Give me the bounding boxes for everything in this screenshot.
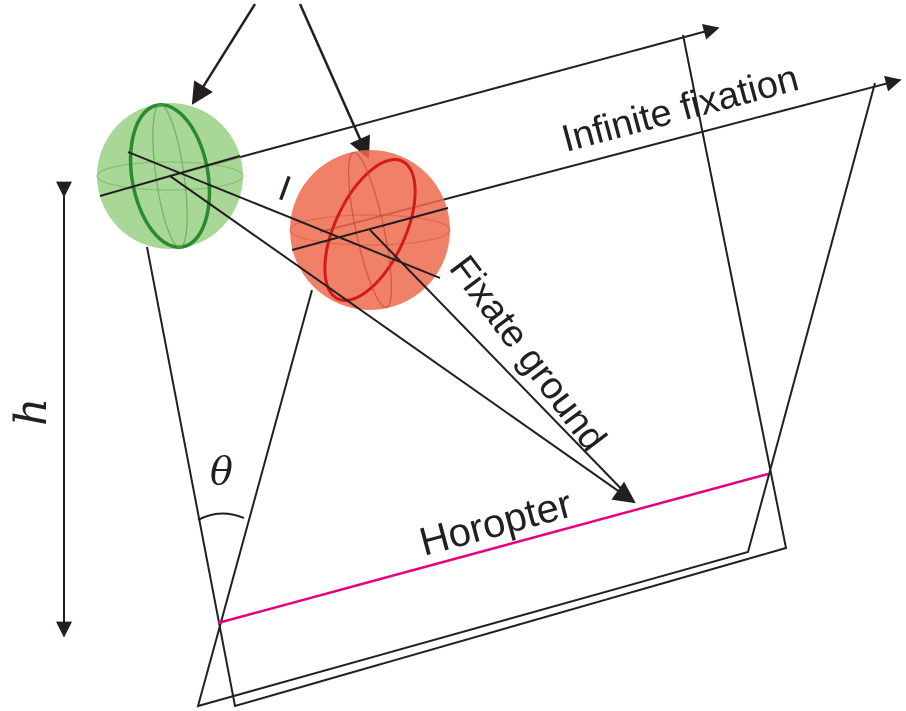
incoming-arrows bbox=[191, 3, 371, 160]
label-height: h bbox=[6, 398, 57, 426]
label-infinite-fixation: Infinite fixation bbox=[557, 57, 803, 160]
theta-angle-arc bbox=[197, 512, 245, 521]
right-eye-incoming-arrow bbox=[298, 3, 371, 160]
label-interocular: I bbox=[273, 167, 296, 209]
left-eye-ground-ray bbox=[169, 175, 636, 504]
ground-plane-a bbox=[196, 82, 876, 708]
ground-plane-b bbox=[146, 34, 788, 708]
right-eye-cross-line bbox=[291, 207, 449, 251]
right-eye-ground-ray bbox=[369, 229, 635, 503]
label-horopter: Horopter bbox=[415, 482, 577, 565]
left-eye-infinite-ray bbox=[169, 24, 720, 177]
ground-planes bbox=[146, 34, 876, 708]
horopter-line bbox=[217, 472, 769, 625]
left-eye-incoming-arrow bbox=[191, 3, 257, 105]
fixate-ground-rays bbox=[169, 175, 636, 504]
label-theta: θ bbox=[210, 449, 233, 493]
